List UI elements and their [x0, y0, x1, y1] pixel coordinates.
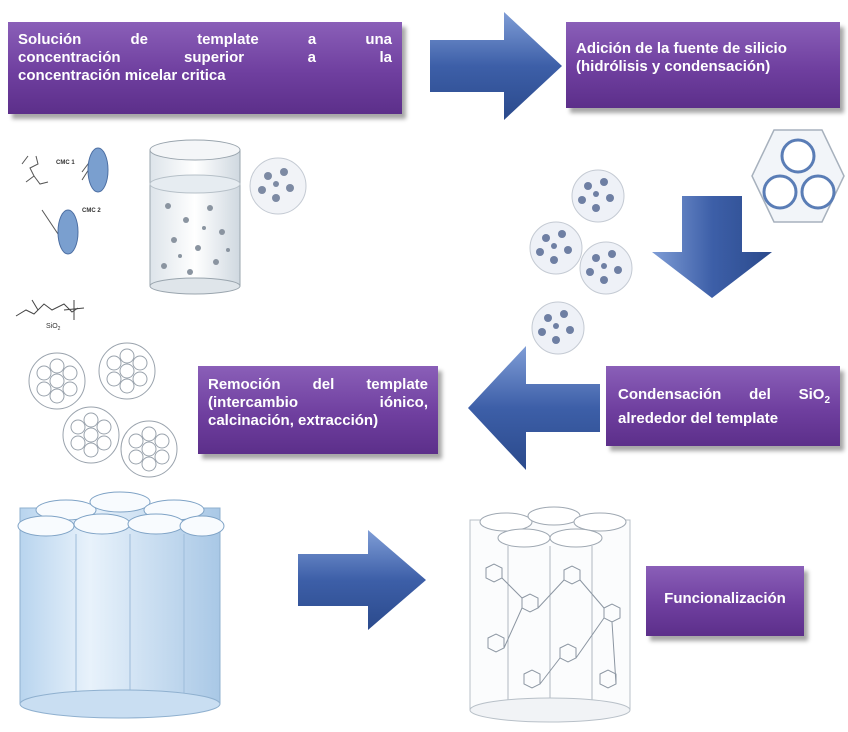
- micelle-cluster-4: [531, 301, 585, 355]
- mesoporous-particle-4: [120, 420, 178, 478]
- mesoporous-particle-3: [62, 406, 120, 464]
- hexagonal-silica-structure: [751, 129, 845, 223]
- beaker-with-micelles: [149, 139, 241, 295]
- beaker-particles: [161, 203, 230, 275]
- organic-functional-groups: [485, 563, 621, 689]
- micelle-cluster-2: [529, 221, 583, 275]
- functionalized-pore-bundle: [469, 506, 631, 723]
- micelle-cluster-1: [571, 169, 625, 223]
- step3-line2: alrededor del template: [618, 410, 779, 427]
- sio2-label: SiO2: [46, 323, 61, 332]
- arrow-right-bottom: [298, 530, 426, 630]
- cmc2-label: CMC 2: [82, 208, 101, 214]
- step4-line3: calcinación, extracción): [208, 412, 379, 429]
- micelle-disc-bottom: [57, 209, 79, 255]
- cmc1-label: CMC 1: [56, 160, 75, 166]
- step-functionalization-box: Funcionalización: [646, 566, 804, 636]
- step4-line2: (intercambio iónico,: [208, 394, 428, 411]
- step2-line2: (hidrólisis y condensación): [576, 58, 771, 75]
- step-template-removal-box: Remoción del template (intercambio iónic…: [198, 366, 438, 454]
- micelle-cluster-3: [579, 241, 633, 295]
- step3-line1-sub: 2: [824, 395, 830, 406]
- arrow-right-top: [430, 12, 562, 120]
- sio2-label-text: SiO: [46, 323, 58, 330]
- step3-line1-text: Condensación del SiO: [618, 386, 825, 403]
- step2-line1: Adición de la fuente de silicio: [576, 40, 787, 57]
- step1-line1: Solución de template a una: [18, 31, 392, 48]
- surfactant-micelle-sketch: CMC 1 CMC 2 SiO2: [15, 147, 109, 332]
- step-template-solution-box: Solución de template a una concentración…: [8, 22, 402, 114]
- cylindrical-pore-bundle: [17, 491, 225, 719]
- arrow-down-right: [652, 196, 772, 298]
- mesoporous-particle-1: [28, 352, 86, 410]
- step-condensation-box: Condensación del SiO2 alrededor del temp…: [606, 366, 840, 446]
- mesoporous-particle-2: [98, 342, 156, 400]
- step4-line1: Remoción del template: [208, 376, 428, 393]
- step1-line2: concentración superior a la: [18, 49, 392, 66]
- step3-line1: Condensación del SiO2: [618, 386, 830, 410]
- step-silica-source-box: Adición de la fuente de silicio (hidróli…: [566, 22, 840, 108]
- silane-molecule: [15, 299, 85, 320]
- step5-label: Funcionalización: [664, 590, 786, 607]
- micelle-disc-top: [87, 147, 109, 193]
- arrow-left-middle: [468, 346, 600, 470]
- sio2-label-sub: 2: [58, 326, 61, 332]
- step1-line3: concentración micelar critica: [18, 67, 226, 84]
- micelle-cluster-beaker-side: [249, 157, 307, 215]
